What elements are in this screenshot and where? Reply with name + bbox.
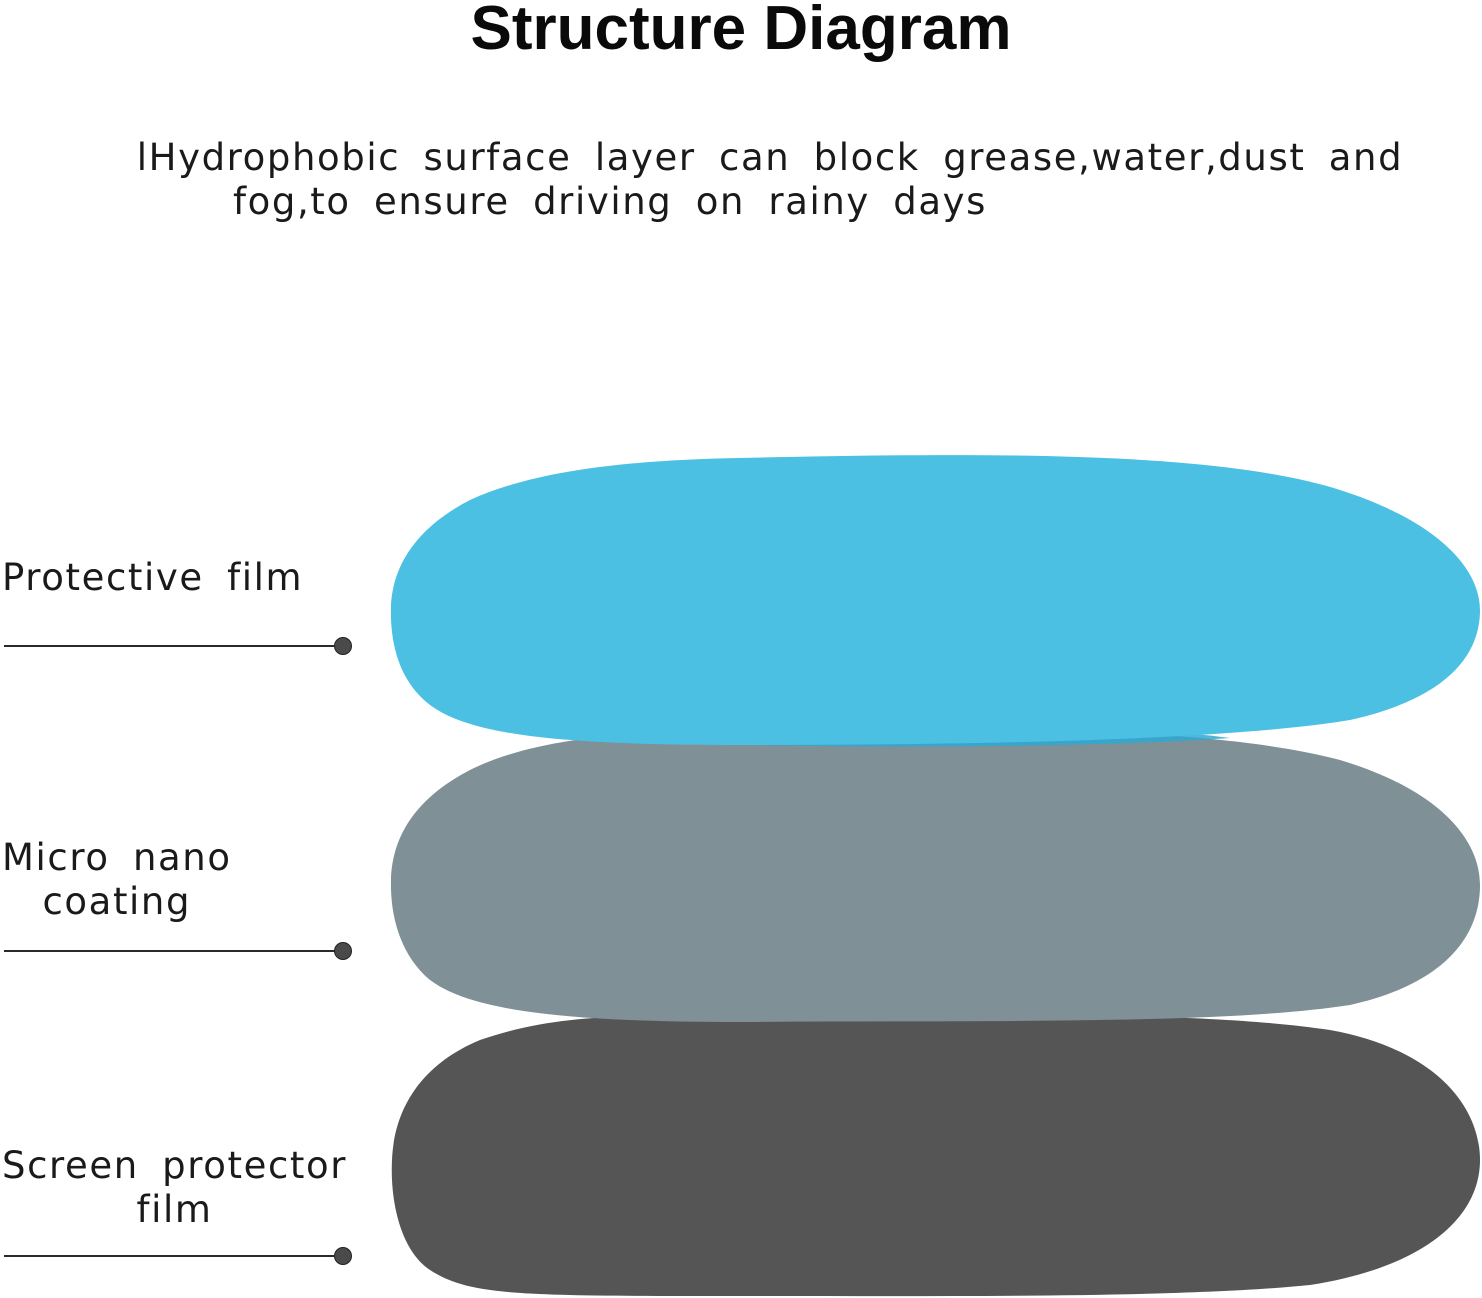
leader-dot-micro-nano-coating (334, 942, 352, 960)
layer-label-micro-nano-coating: Micro nano coating (2, 836, 232, 924)
layer-label-line: coating (42, 880, 192, 923)
diagram-title: Structure Diagram (470, 0, 1012, 63)
layer-micro-nano-coating (390, 728, 1481, 1022)
layer-protective-film (390, 455, 1481, 745)
layer-label-line: Screen protector (2, 1144, 348, 1187)
leader-line-protective-film (4, 645, 340, 647)
layer-label-line: film (136, 1188, 213, 1231)
description-text: lHydrophobic surface layer can block gre… (60, 136, 1480, 224)
layer-screen-protector-film (391, 1014, 1481, 1297)
leader-dot-protective-film (334, 637, 352, 655)
layer-label-screen-protector-film: Screen protector film (2, 1144, 347, 1232)
description-line-2: fog,to ensure driving on rainy days (233, 180, 987, 223)
leader-dot-screen-protector-film (334, 1247, 352, 1265)
layer-label-line: Protective film (2, 556, 304, 599)
layer-label-line: Micro nano (2, 836, 232, 879)
leader-line-screen-protector-film (4, 1255, 340, 1257)
description-line-1: lHydrophobic surface layer can block gre… (136, 136, 1404, 179)
layer-label-protective-film: Protective film (2, 556, 303, 600)
leader-line-micro-nano-coating (4, 950, 340, 952)
